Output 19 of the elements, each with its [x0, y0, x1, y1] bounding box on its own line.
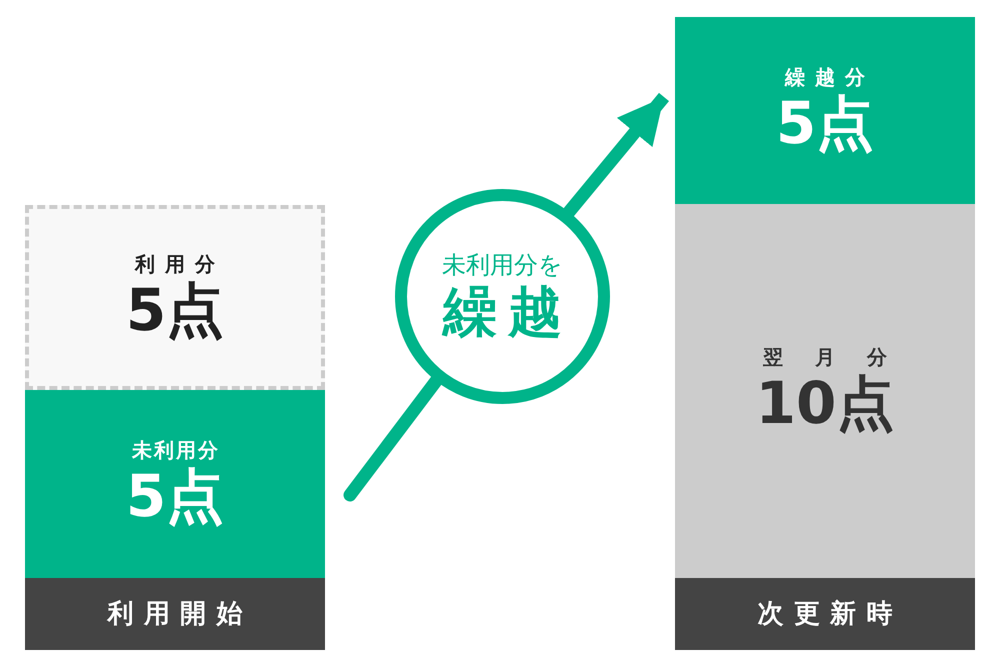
next-month-points-box	[675, 204, 975, 578]
unused-points-box	[25, 390, 325, 578]
bar-label: 次更新時	[757, 600, 903, 628]
carried-points-box	[675, 17, 975, 204]
used-points-box	[25, 205, 325, 390]
bar-label: 利用開始	[107, 600, 253, 628]
points-value: 5点	[126, 278, 224, 342]
box-label: 翌月分	[763, 346, 919, 368]
timing-bar	[25, 578, 325, 650]
timing-bar	[675, 578, 975, 650]
box-label: 繰越分	[785, 66, 875, 88]
points-value: 10点	[756, 372, 894, 436]
circle-title: 繰越	[443, 282, 573, 342]
points-value: 5点	[126, 465, 224, 529]
box-label: 利用分	[135, 252, 225, 275]
box-label: 未利用分	[132, 439, 220, 462]
circle-label: 未利用分を	[442, 252, 563, 278]
arrow	[564, 92, 669, 217]
points-value: 5点	[776, 92, 874, 156]
